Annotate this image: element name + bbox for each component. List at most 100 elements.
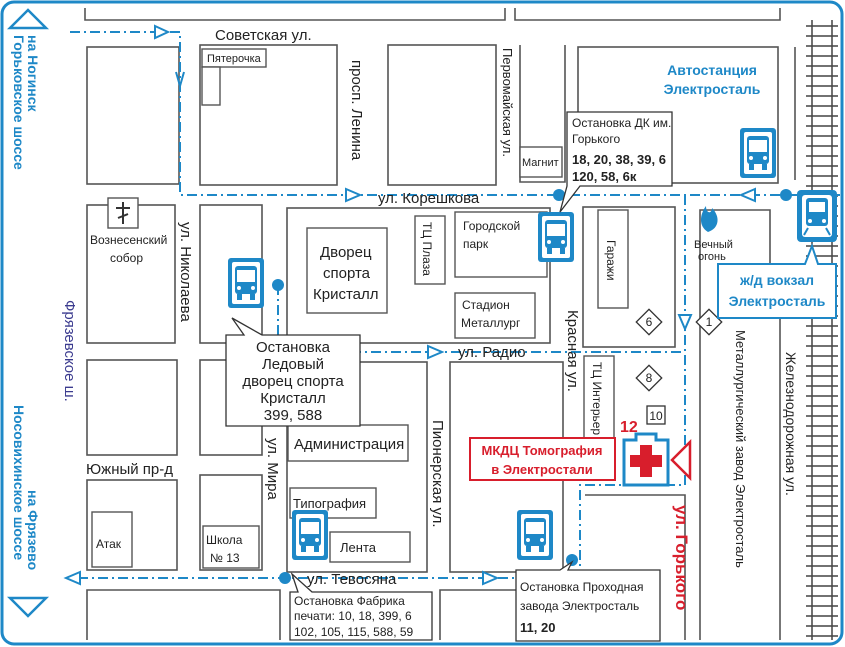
street-lenina: просп. Ленина (348, 60, 365, 161)
street-krasnaya: Красная ул. (564, 310, 581, 392)
park-building (454, 211, 548, 278)
label-sobor-2: собор (110, 251, 143, 265)
dk-routes-2: 120, 58, 6к (572, 169, 637, 184)
label-stadion-2: Металлург (461, 316, 521, 330)
fabrika-routes-2: 102, 105, 115, 588, 59 (294, 625, 414, 639)
clinic-marker: МКДЦ Томография в Электростали 12 (469, 419, 692, 487)
label-shkola-2: № 13 (210, 551, 240, 565)
clinic-label-box (469, 437, 616, 481)
side-direction-bottom: Носовихинское шоссе на Фрязево (6, 405, 50, 618)
label-sobor-1: Вознесенский (90, 233, 167, 247)
magnit-building (519, 146, 563, 178)
bus-icon-ledovy (228, 258, 264, 308)
fabrika-routes-1: печати: 10, 18, 399, 6 (294, 609, 412, 623)
street-koreshkova: ул. Корешкова (378, 190, 480, 207)
railway (806, 20, 838, 640)
atak-building (91, 511, 133, 568)
label-atak: Атак (96, 537, 122, 551)
vokzal-line-2: Электросталь (729, 293, 826, 309)
label-park-1: Городской (463, 219, 520, 233)
vokzal-label-box: ж/д вокзал Электросталь (717, 243, 837, 319)
callout-fabrika: Остановка Фабрика печати: 10, 18, 399, 6… (289, 571, 433, 641)
dk-title-2: Горького (572, 132, 620, 146)
label-gorkovskoe: Горьковское шоссе (11, 35, 27, 170)
clinic-name-2: в Электростали (491, 462, 593, 477)
ledovy-line-4: Кристалл (260, 390, 326, 407)
tipografiya-building (289, 487, 377, 519)
label-shkola-1: Школа (206, 533, 243, 547)
label-tipografiya: Типография (293, 496, 366, 511)
callout-ledovy: Остановка Ледовый дворец спорта Кристалл… (225, 317, 361, 427)
label-vechny-2: огонь (698, 251, 726, 263)
eternal-flame-icon (701, 206, 718, 232)
label-garazhi: Гаражи (604, 240, 618, 281)
bus-icon-avtostantsiya (740, 128, 776, 178)
label-nosovikhinskoe: Носовихинское шоссе (11, 405, 27, 560)
bus-icon-fabrika (292, 510, 328, 560)
dk-title-1: Остановка ДК им. (572, 116, 671, 130)
house-number-1: 1 (706, 315, 713, 329)
label-lenta: Лента (340, 540, 377, 555)
label-dvorets-3: Кристалл (313, 286, 379, 303)
house-number-6: 6 (646, 315, 653, 329)
label-vechny-1: Вечный (694, 239, 733, 251)
street-pervomaiskaya: Первомайская ул. (500, 48, 515, 157)
label-tc-plaza: ТЦ Плаза (420, 222, 434, 276)
block-garazhi (582, 206, 676, 348)
house-number-12: 12 (620, 419, 638, 436)
street-zavod: Металлургический завод Электросталь (733, 330, 748, 568)
tc-plaza-building (414, 215, 446, 285)
avtostantsiya-line-1: Автостанция (667, 62, 757, 78)
street-fryazevskoe: Фрязевское ш. (61, 300, 78, 402)
block-pyaterochka (199, 44, 338, 186)
side-direction-top: на Ногинск Горьковское шоссе (6, 8, 50, 170)
block-lenina-right (387, 44, 497, 186)
prokhodnaya-title-2: завода Электросталь (520, 599, 639, 613)
label-noginsk: на Ногинск (25, 35, 41, 112)
train-station-icon (797, 190, 837, 242)
house-number-10: 10 (649, 409, 663, 423)
administratsiya-building (287, 424, 409, 462)
label-dvorets-1: Дворец (320, 244, 372, 261)
street-sovetskaya: Советская ул. (215, 27, 312, 44)
bus-icon-prokhodnaya (517, 510, 553, 560)
stadion-building (454, 292, 536, 339)
bus-icon-dk-gorkogo (538, 212, 574, 262)
street-zheleznodorozhnaya: Железнодорожная ул. (783, 352, 799, 496)
house-number-8: 8 (646, 371, 653, 385)
bus-stop-icons (228, 128, 776, 560)
avtostantsiya-line-2: Электросталь (664, 81, 761, 97)
label-dvorets-2: спорта (323, 265, 371, 282)
prokhodnaya-routes: 11, 20 (520, 620, 555, 635)
dk-routes-1: 18, 20, 38, 39, 6 (572, 152, 666, 167)
label-magnit: Магнит (522, 157, 559, 169)
arrow-down-icon (6, 596, 50, 618)
garazhi-building (597, 209, 629, 309)
prokhodnaya-title-1: Остановка Проходная (520, 580, 643, 594)
label-administratsiya: Администрация (294, 436, 404, 453)
ledovy-line-3: дворец спорта (242, 373, 344, 390)
street-radio: ул. Радио (458, 344, 526, 361)
stop-dots (272, 189, 792, 584)
street-nikolaeva: ул. Николаева (177, 222, 194, 322)
ledovy-line-2: Ледовый (262, 356, 324, 373)
route-arrows (63, 24, 756, 586)
label-stadion-1: Стадион (462, 298, 510, 312)
block-top-left (86, 46, 180, 185)
label-pyaterochka: Пятерочка (207, 53, 262, 65)
label-tc-interer: ТЦ Интерьер (590, 362, 604, 435)
dvorets-building (306, 227, 388, 314)
street-tevosyana: ул. Тевосяна (307, 571, 397, 588)
callout-dk-gorkogo: Остановка ДК им. Горького 18, 20, 38, 39… (559, 111, 673, 213)
street-pionerskaya: Пионерская ул. (429, 420, 446, 528)
shkola-building (202, 525, 260, 569)
ledovy-routes: 399, 588 (264, 407, 322, 424)
label-fryazevo: на Фрязево (25, 490, 41, 570)
avtostantsiya-label-box: Автостанция Электросталь (652, 58, 772, 100)
street-mira: ул. Мира (264, 438, 281, 500)
clinic-name-1: МКДЦ Томография (482, 443, 603, 458)
vokzal-line-1: ж/д вокзал (739, 272, 814, 288)
church-cross-icon (116, 202, 130, 224)
label-park-2: парк (463, 237, 489, 251)
